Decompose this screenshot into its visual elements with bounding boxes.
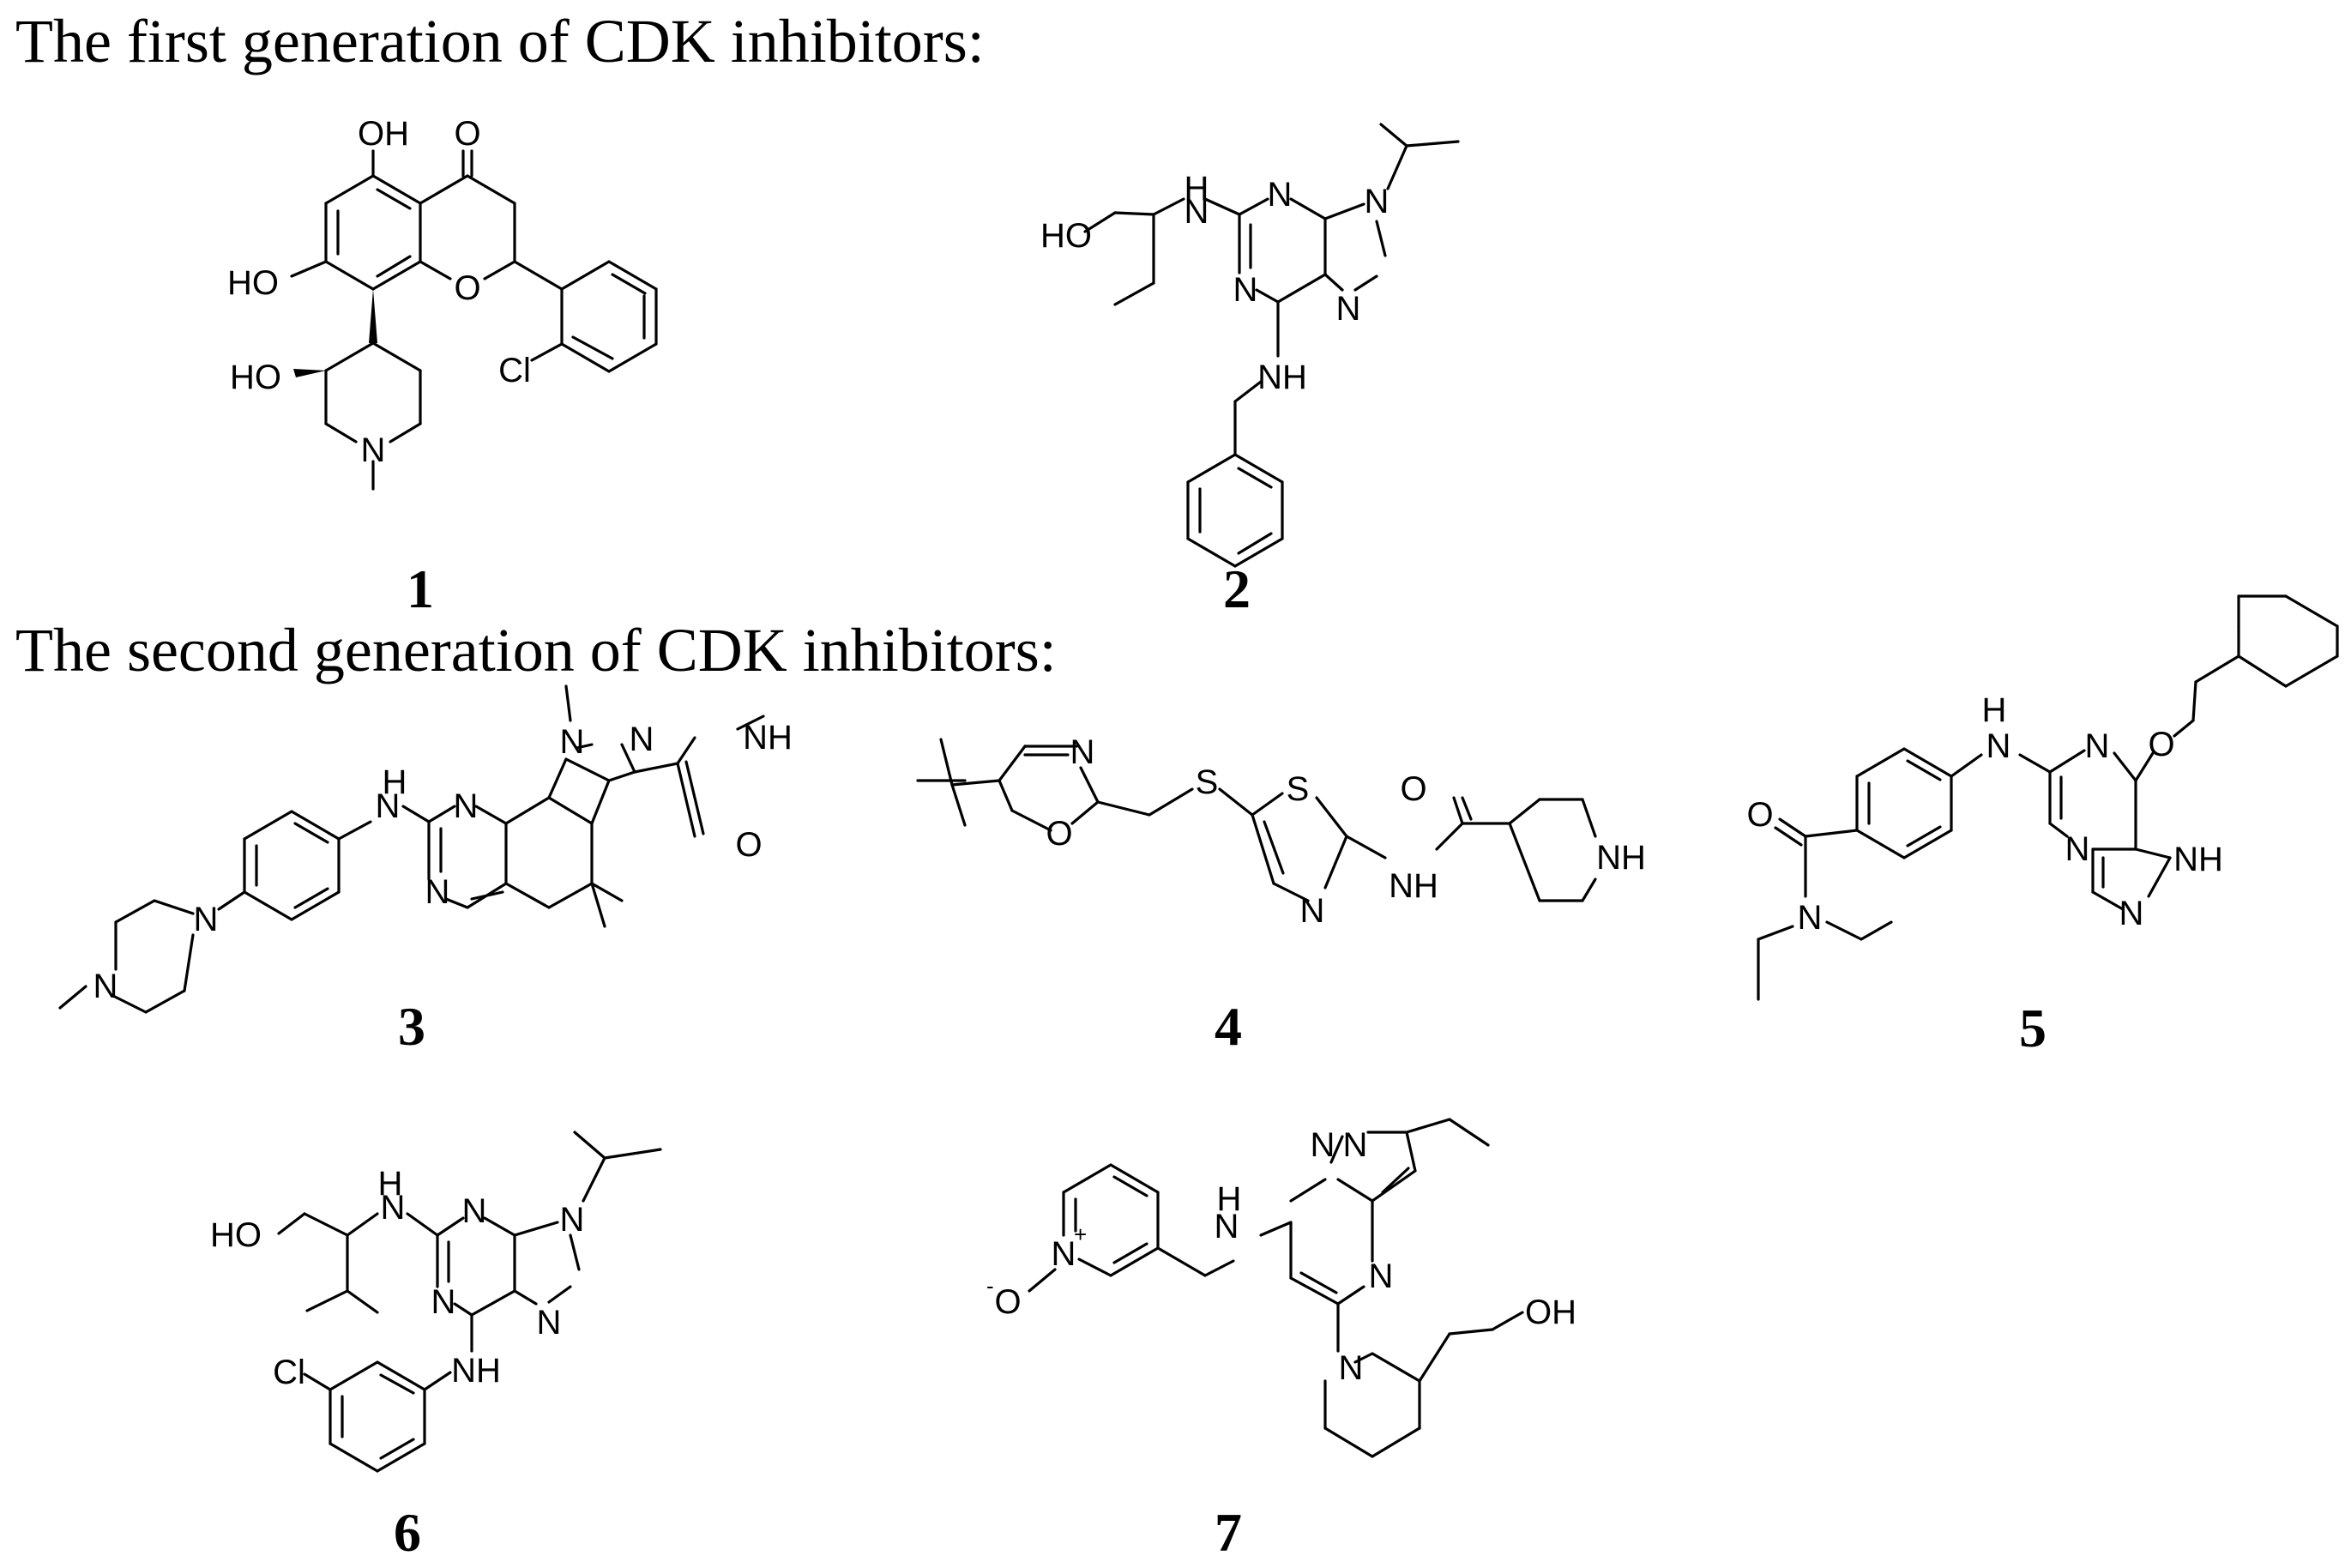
atom-label: O bbox=[454, 269, 480, 307]
atom-label: HO bbox=[227, 264, 279, 302]
atom-label: N bbox=[1339, 1349, 1364, 1387]
second-generation-heading: The second generation of CDK inhibitors: bbox=[15, 616, 1057, 684]
atom-label: HO bbox=[230, 359, 281, 396]
atom-label: H bbox=[1982, 691, 2007, 729]
atom-label: N bbox=[431, 1283, 456, 1321]
atom-label: N bbox=[376, 787, 401, 825]
atom-label: N bbox=[560, 1201, 585, 1239]
compound-1-structure bbox=[290, 149, 658, 491]
atom-label: NH bbox=[1596, 839, 1646, 877]
atom-label: N bbox=[381, 1189, 406, 1227]
atom-label: O bbox=[454, 115, 480, 153]
atom-label: HO bbox=[1040, 217, 1092, 255]
atom-label: H bbox=[378, 1165, 403, 1203]
atom-label: OH bbox=[358, 115, 409, 153]
atom-label: Cl bbox=[273, 1354, 305, 1391]
atom-label: N bbox=[1369, 1257, 1394, 1295]
compound-6-structure bbox=[277, 1131, 662, 1473]
atom-label: O bbox=[1400, 770, 1426, 808]
charge-plus: + bbox=[1074, 1221, 1087, 1247]
compound-4-structure bbox=[916, 738, 1597, 902]
atom-label: N bbox=[1986, 727, 2011, 765]
compound-7-structure bbox=[1028, 1118, 1524, 1458]
compound-5-structure bbox=[1757, 594, 2339, 1001]
atom-label: H bbox=[383, 763, 407, 801]
atom-label: N bbox=[1336, 290, 1361, 328]
compound-number: 4 bbox=[1215, 996, 1242, 1057]
first-generation-heading: The first generation of CDK inhibitors: bbox=[15, 7, 985, 75]
atom-label: HO bbox=[210, 1216, 262, 1254]
atom-label: NH bbox=[1389, 867, 1438, 905]
compound-number: 6 bbox=[394, 1502, 421, 1563]
atom-label: NH bbox=[451, 1352, 501, 1390]
compound-3-structure bbox=[58, 684, 765, 1014]
atom-label: O bbox=[2148, 726, 2174, 763]
compound-number: 7 bbox=[1215, 1502, 1242, 1563]
atom-label: N bbox=[1798, 899, 1823, 937]
atom-label: NH bbox=[743, 719, 793, 757]
atom-label: N bbox=[462, 1192, 487, 1230]
atom-label: H bbox=[1185, 170, 1209, 208]
atom-label: O bbox=[994, 1283, 1021, 1321]
atom-label: N bbox=[537, 1304, 562, 1342]
atom-label: NH bbox=[1257, 359, 1307, 396]
atom-label: S bbox=[1287, 770, 1310, 808]
atom-label: N bbox=[1052, 1235, 1076, 1273]
atom-label: N bbox=[630, 721, 654, 758]
atom-label: OH bbox=[1525, 1294, 1576, 1331]
compound-number: 5 bbox=[2019, 998, 2047, 1058]
compound-number: 3 bbox=[398, 996, 425, 1057]
atom-label: N bbox=[93, 968, 118, 1005]
compound-2-structure bbox=[1083, 123, 1460, 568]
atom-label: N bbox=[1311, 1126, 1335, 1164]
atom-label: H bbox=[1217, 1180, 1242, 1218]
atom-label: N bbox=[1233, 271, 1258, 309]
atom-label: N bbox=[560, 723, 585, 761]
atom-label: N bbox=[425, 873, 450, 911]
atom-label: N bbox=[2119, 895, 2144, 932]
atom-label: N bbox=[1268, 176, 1293, 214]
atom-label: N bbox=[1365, 183, 1390, 220]
charge-minus: - bbox=[986, 1273, 994, 1299]
compound-number: 1 bbox=[407, 558, 434, 619]
atom-label: O bbox=[1746, 796, 1773, 834]
atom-label: Cl bbox=[498, 352, 531, 389]
atom-label: O bbox=[735, 826, 762, 864]
atom-label: N bbox=[1343, 1126, 1368, 1164]
atom-label: N bbox=[1070, 733, 1095, 771]
atom-label: N bbox=[194, 901, 219, 938]
atom-label: N bbox=[2065, 830, 2090, 868]
atom-label: S bbox=[1196, 763, 1219, 801]
atom-label: N bbox=[1300, 892, 1325, 930]
compound-number: 2 bbox=[1223, 558, 1251, 619]
atom-label: NH bbox=[2173, 841, 2223, 878]
atom-label: N bbox=[1185, 193, 1209, 231]
atom-label: N bbox=[361, 431, 386, 469]
atom-label: N bbox=[2085, 727, 2110, 765]
atom-label: N bbox=[454, 787, 479, 825]
atom-label: O bbox=[1046, 815, 1072, 853]
atom-label: N bbox=[1215, 1208, 1239, 1245]
